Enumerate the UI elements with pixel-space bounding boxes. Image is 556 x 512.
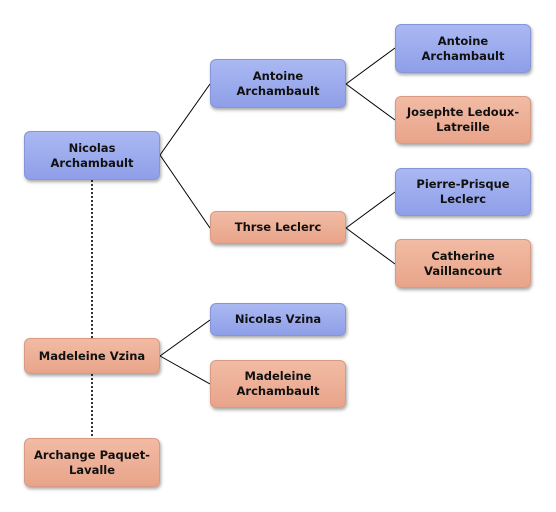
person-name: Archange Paquet-Lavalle — [34, 447, 150, 477]
parent-link-antoine-father — [345, 47, 396, 121]
person-name: Antoine Archambault — [421, 33, 505, 63]
person-node-antoine-archambault-grandfather[interactable]: Antoine Archambault — [395, 24, 531, 73]
person-node-pierre-prisque-leclerc[interactable]: Pierre-Prisque Leclerc — [395, 168, 531, 216]
person-name: Nicolas Vzina — [234, 312, 322, 326]
person-node-nicolas-archambault[interactable]: Nicolas Archambault — [24, 131, 160, 180]
parent-link-nicolas-root — [159, 83, 211, 229]
person-name: Pierre-Prisque Leclerc — [416, 177, 510, 206]
person-name: Madeleine Archambault — [236, 369, 320, 398]
parent-link-therese — [345, 191, 396, 265]
person-name: Nicolas Archambault — [50, 140, 134, 170]
person-node-archange-paquet-lavalle[interactable]: Archange Paquet-Lavalle — [24, 438, 160, 487]
person-name: Thrse Leclerc — [234, 220, 322, 234]
person-name: Catherine Vaillancourt — [424, 248, 502, 278]
person-node-antoine-archambault-father[interactable]: Antoine Archambault — [210, 59, 346, 108]
person-node-madeleine-vzina[interactable]: Madeleine Vzina — [24, 338, 160, 374]
person-node-josephte-ledoux-latreille[interactable]: Josephte Ledoux-Latreille — [395, 96, 531, 144]
person-name: Madeleine Vzina — [38, 348, 146, 363]
person-node-therese-leclerc[interactable]: Thrse Leclerc — [210, 211, 346, 244]
person-node-catherine-vaillancourt[interactable]: Catherine Vaillancourt — [395, 239, 531, 288]
person-name: Antoine Archambault — [236, 68, 320, 98]
person-node-madeleine-archambault[interactable]: Madeleine Archambault — [210, 360, 346, 408]
parent-link-madeleine-root — [159, 319, 211, 385]
person-name: Josephte Ledoux-Latreille — [406, 105, 520, 134]
person-node-nicolas-vzina[interactable]: Nicolas Vzina — [210, 303, 346, 336]
